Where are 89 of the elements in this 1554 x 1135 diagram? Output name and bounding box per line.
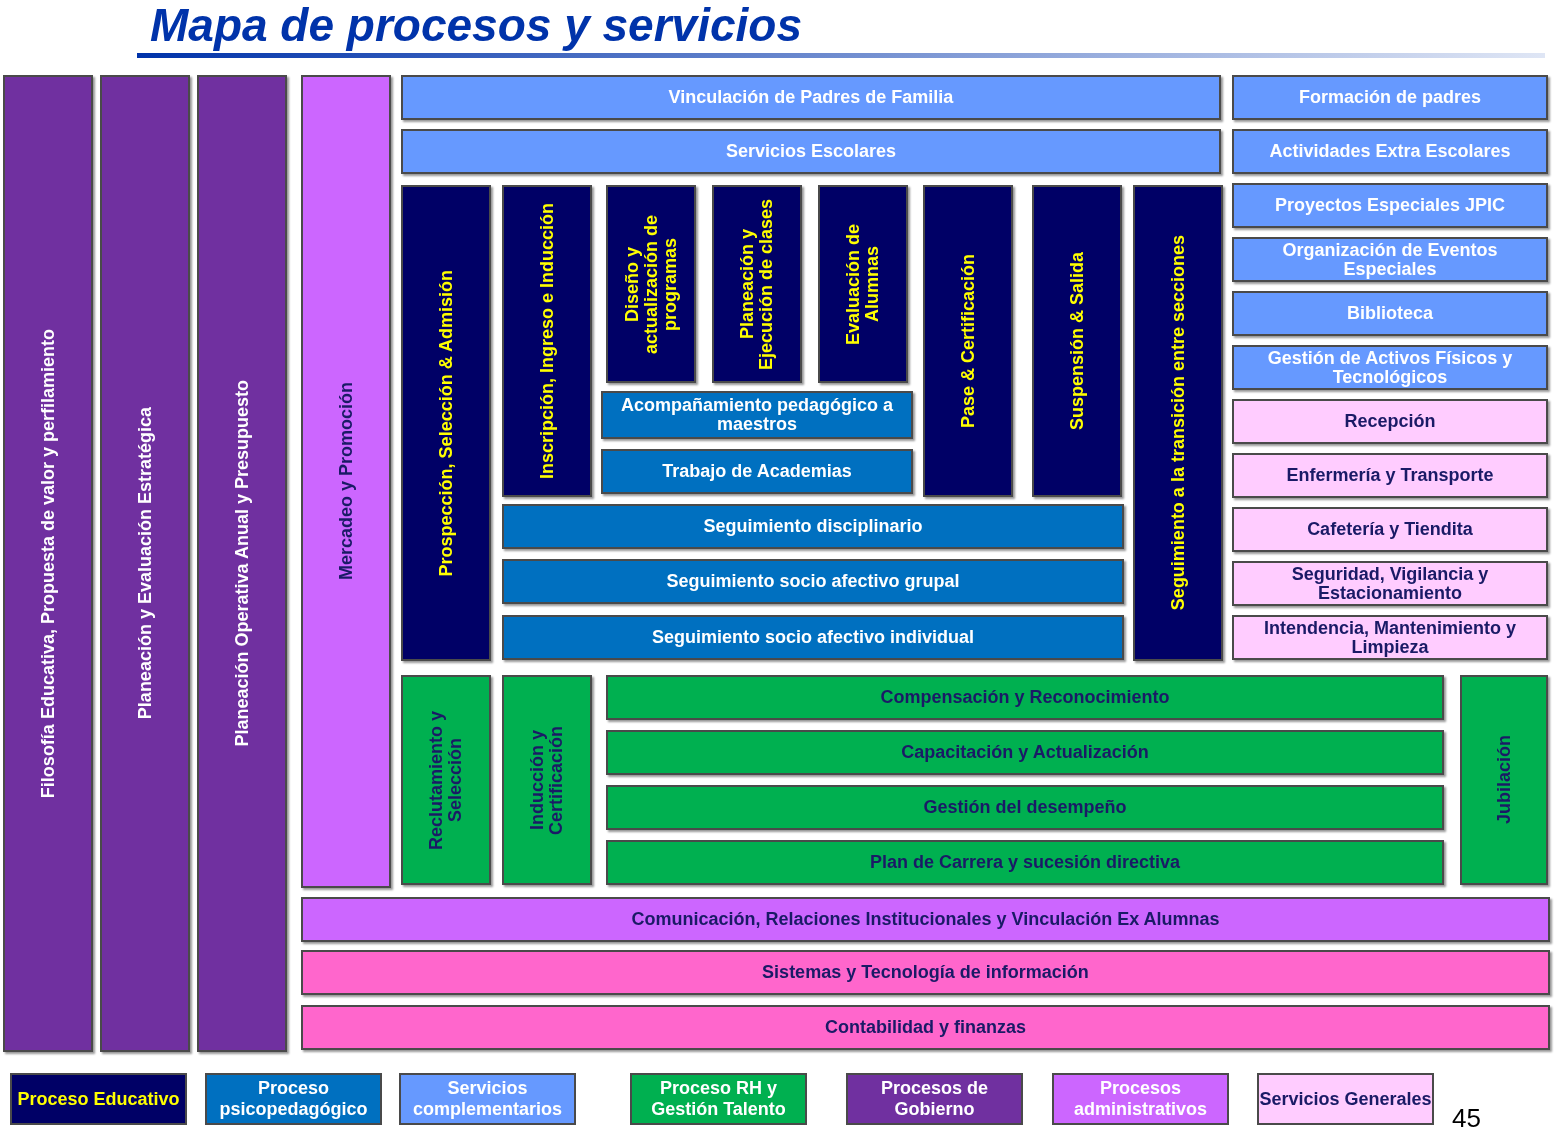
process-label: Evaluación de Alumnas — [844, 222, 882, 347]
process-box — [1232, 561, 1548, 606]
process-column — [1133, 185, 1223, 661]
process-box — [606, 785, 1444, 830]
diagram-title: Mapa de procesos y servicios — [150, 0, 802, 52]
process-label: Diseño y actualización de programas — [622, 213, 680, 356]
process-label: Filosofía Educativa, Propuesta de valor y perfilamiento — [38, 327, 58, 801]
legend-text: Procesos de Gobierno — [879, 1078, 990, 1120]
process-column — [712, 185, 802, 383]
process-label: Planeación y Ejecución de clases — [738, 197, 776, 372]
process-label: Seguridad, Vigilancia y Estacionamiento — [1290, 564, 1490, 603]
process-label: Vinculación de Padres de Familia — [667, 88, 955, 107]
process-label: Capacitación y Actualización — [900, 743, 1150, 762]
process-column — [502, 675, 592, 885]
process-box — [606, 730, 1444, 775]
process-label: Acompañamiento pedagógico a maestros — [619, 396, 894, 434]
process-box — [401, 75, 1221, 120]
process-label: Prospección, Selección & Admisión — [436, 268, 456, 579]
process-label: Gestión del desempeño — [922, 798, 1128, 817]
process-label: Planeación y Evaluación Estratégica — [135, 406, 155, 722]
process-label: Inscripción, Ingreso e Inducción — [537, 201, 557, 481]
legend-text: Procesos administrativos — [1072, 1078, 1208, 1120]
process-box — [601, 391, 913, 439]
process-label: Jubilación — [1494, 734, 1514, 827]
legend-text: Servicios complementarios — [411, 1078, 563, 1120]
process-column — [100, 75, 190, 1052]
process-box — [1232, 399, 1548, 444]
process-box — [1232, 183, 1548, 228]
legend-text: Proceso RH y Gestión Talento — [650, 1078, 787, 1120]
process-label: Servicios Escolares — [724, 142, 898, 161]
process-box — [502, 504, 1124, 549]
process-column — [401, 675, 491, 885]
process-label: Intendencia, Mantenimiento y Limpieza — [1262, 618, 1517, 657]
process-label: Trabajo de Academias — [661, 462, 853, 481]
process-box — [606, 675, 1444, 720]
process-label: Planeación Operativa Anual y Presupuesto — [232, 379, 252, 749]
process-box — [1232, 507, 1548, 552]
process-label: Mercadeo y Promoción — [336, 381, 356, 583]
process-box — [1232, 453, 1548, 498]
process-box — [301, 1005, 1550, 1050]
legend-text: Servicios Generales — [1259, 1088, 1432, 1110]
process-box — [1232, 291, 1548, 336]
process-column — [502, 185, 592, 497]
process-column — [1032, 185, 1122, 497]
process-label: Cafetería y Tiendita — [1306, 520, 1474, 539]
process-label: Sistemas y Tecnología de información — [761, 963, 1090, 982]
process-label: Comunicación, Relaciones Institucionales y Vinculación Ex Alumnas — [630, 910, 1221, 929]
process-box — [1232, 75, 1548, 120]
process-label: Biblioteca — [1346, 304, 1434, 323]
process-label: Recepción — [1343, 412, 1437, 431]
process-label: Contabilidad y finanzas — [824, 1018, 1027, 1037]
process-label: Seguimiento socio afectivo individual — [650, 628, 976, 647]
process-label: Reclutamiento y Selección — [427, 709, 465, 852]
process-box — [601, 449, 913, 494]
process-label: Seguimiento a la transición entre secciones — [1168, 234, 1188, 613]
process-column — [401, 185, 491, 661]
legend-text: Proceso Educativo — [17, 1088, 180, 1110]
process-label: Suspensión & Salida — [1067, 250, 1087, 432]
process-box — [301, 950, 1550, 995]
process-column — [606, 185, 696, 383]
process-box — [1232, 345, 1548, 390]
process-column — [197, 75, 287, 1052]
process-label: Seguimiento socio afectivo grupal — [665, 572, 961, 591]
process-label: Pase & Certificación — [958, 252, 978, 431]
process-label: Compensación y Reconocimiento — [879, 688, 1171, 707]
process-box — [301, 897, 1550, 942]
process-label: Seguimiento disciplinario — [702, 517, 924, 536]
process-box — [502, 559, 1124, 604]
process-label: Proyectos Especiales JPIC — [1273, 196, 1507, 215]
process-box — [401, 129, 1221, 174]
process-label: Enfermería y Transporte — [1285, 466, 1495, 485]
process-label: Plan de Carrera y sucesión directiva — [868, 853, 1182, 872]
process-label: Gestión de Activos Físicos y Tecnológicos — [1266, 348, 1514, 387]
process-box — [606, 840, 1444, 885]
process-box — [1232, 129, 1548, 174]
page-number: 45 — [1452, 1104, 1481, 1132]
process-column — [1460, 675, 1548, 885]
process-box — [1232, 615, 1548, 660]
process-label: Formación de padres — [1297, 88, 1483, 107]
process-column — [818, 185, 908, 383]
process-column — [301, 75, 391, 888]
process-box — [502, 615, 1124, 660]
process-label: Inducción y Certificación — [528, 724, 566, 837]
process-label: Organización de Eventos Especiales — [1281, 240, 1499, 279]
process-box — [1232, 237, 1548, 282]
process-column — [923, 185, 1013, 497]
process-label: Actividades Extra Escolares — [1268, 142, 1512, 161]
process-column — [3, 75, 93, 1052]
legend-text: Proceso psicopedagógico — [218, 1078, 369, 1120]
